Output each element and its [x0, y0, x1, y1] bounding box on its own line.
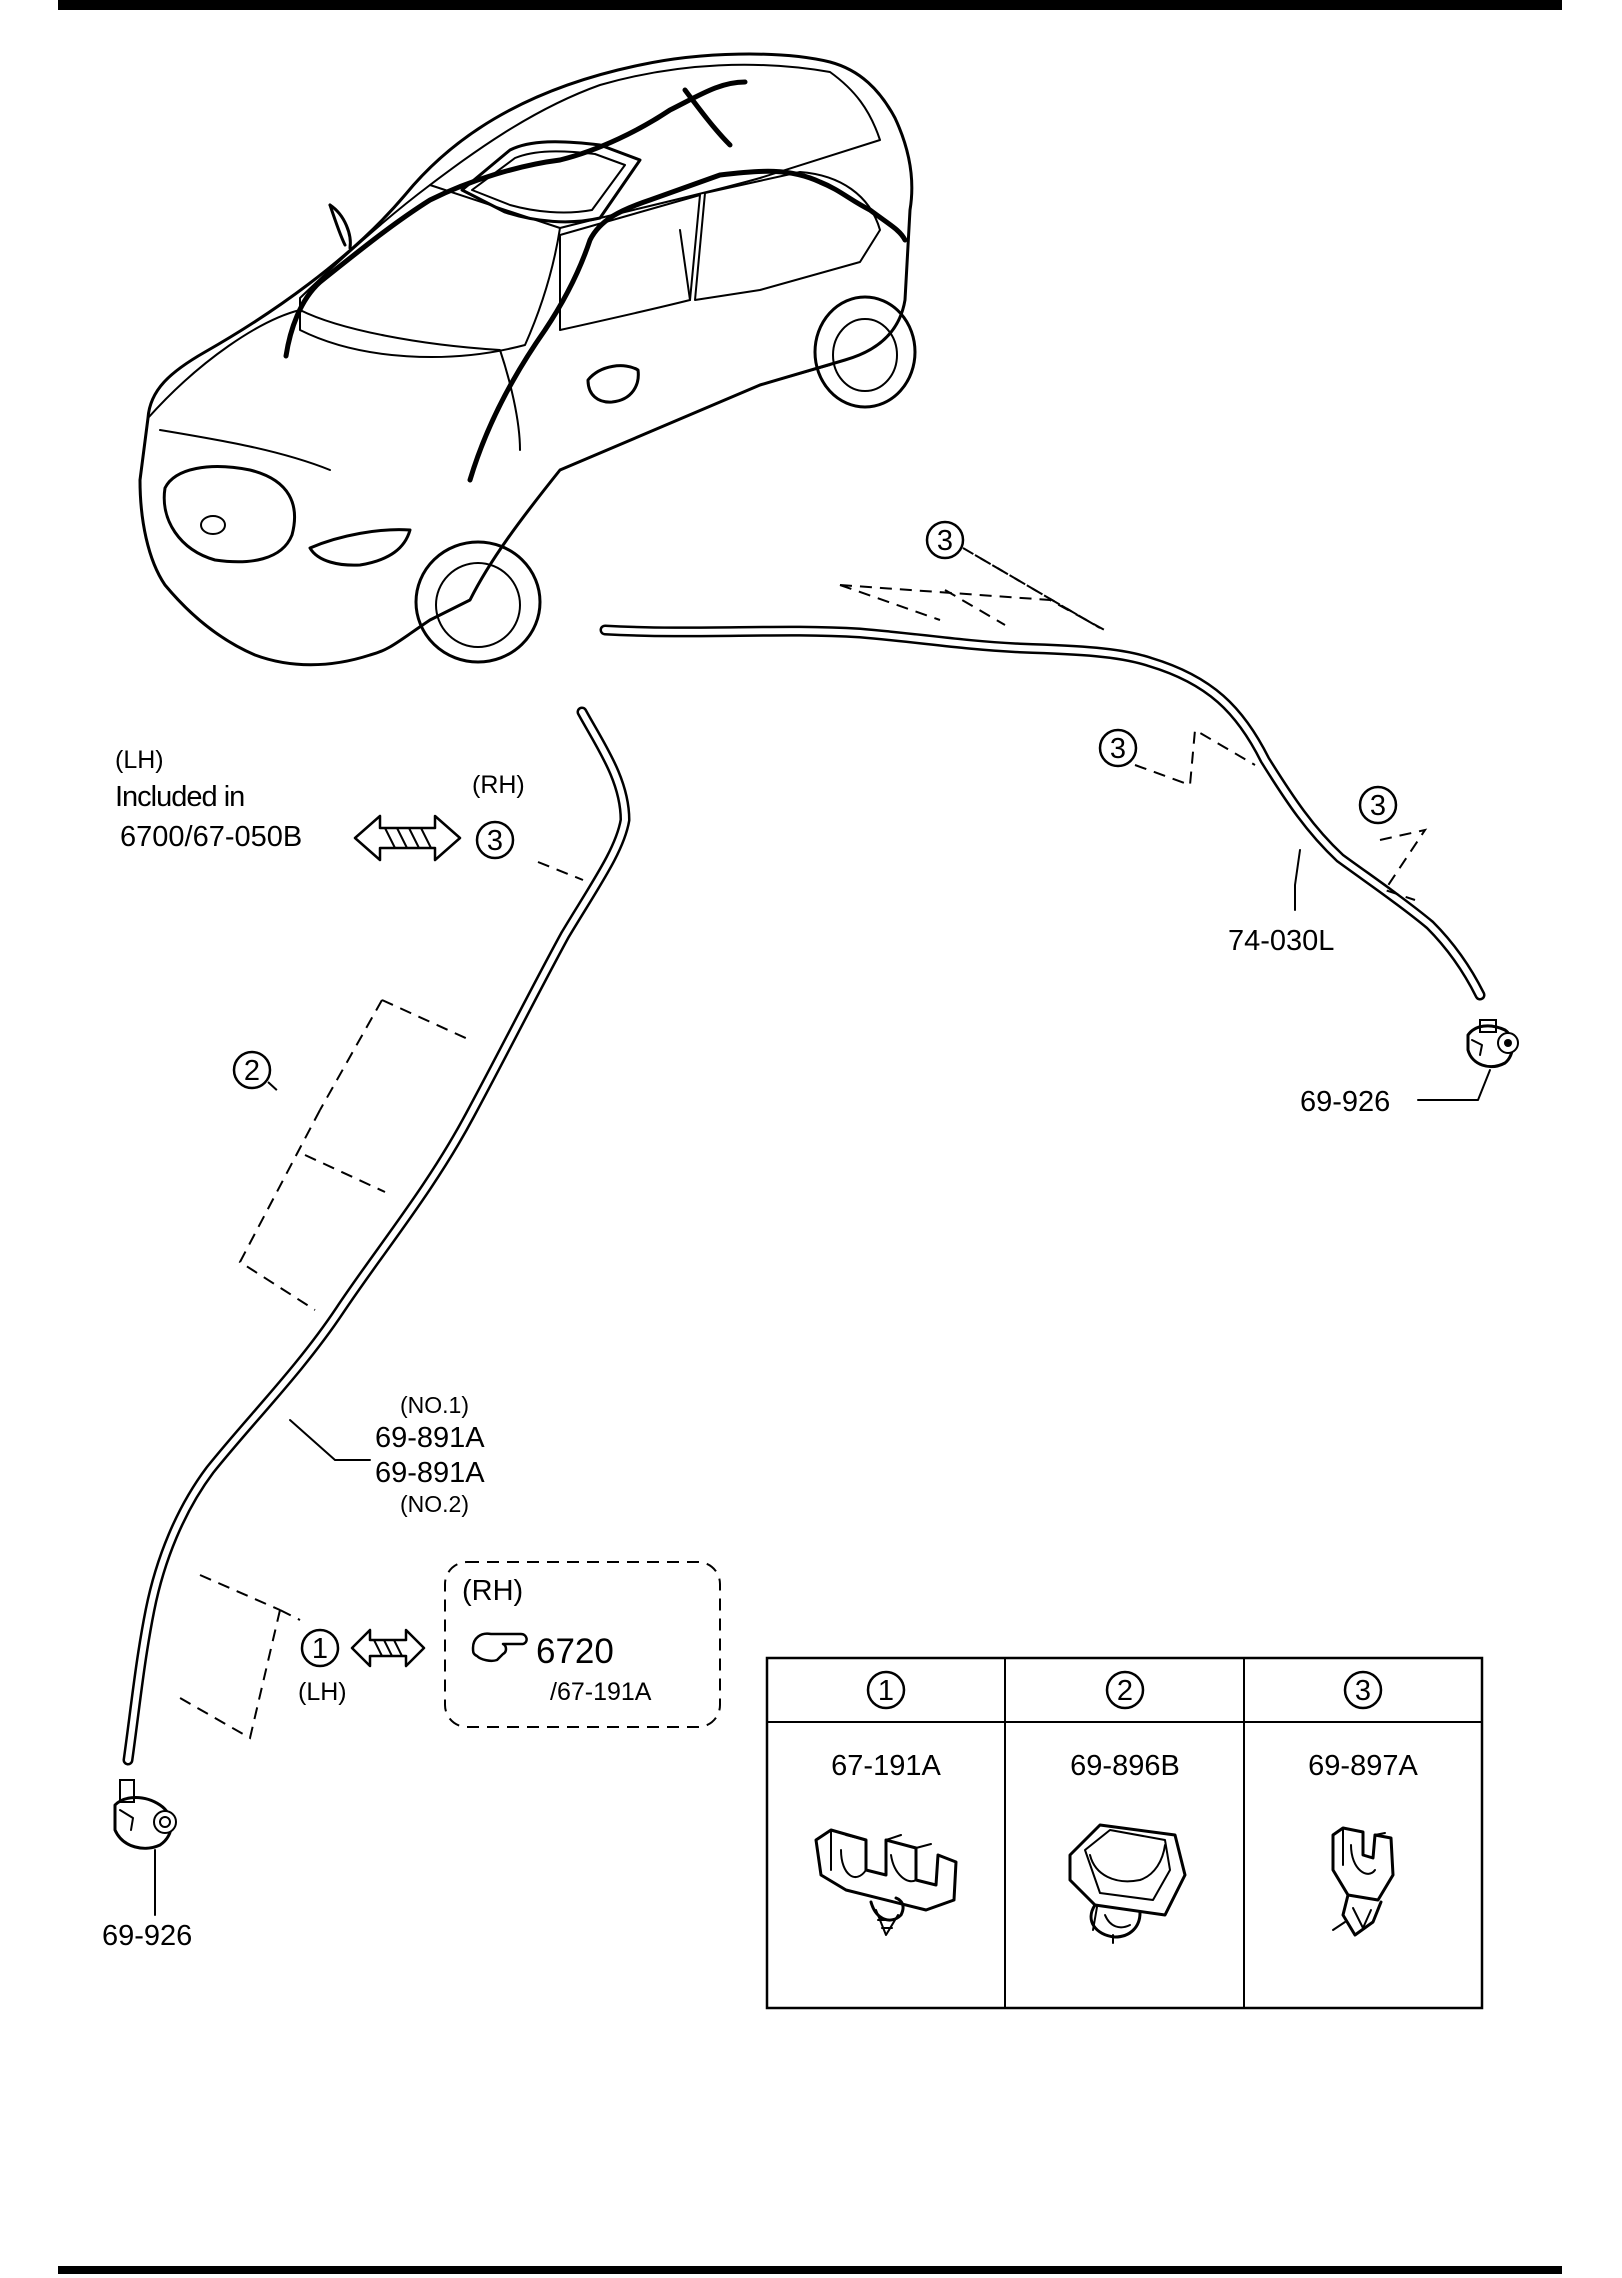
right-hose-part: 74-030L: [1228, 925, 1334, 957]
clip-note: 1 (LH) (RH) 6720 /67-191A: [298, 1561, 721, 1728]
clip-rh-label: (RH): [462, 1575, 523, 1607]
hose-part-b: 69-891A: [375, 1457, 485, 1489]
right-hose: [599, 554, 1486, 1001]
right-nozzle-part: 69-926: [1300, 1086, 1390, 1118]
rh-label: (RH): [472, 771, 525, 799]
table-part-1: 67-191A: [831, 1750, 941, 1782]
right-nozzle-icon: [1466, 1019, 1519, 1068]
car-illustration: [138, 52, 917, 667]
clip-67-191a-icon: [814, 1828, 958, 1936]
table-header-2: 2: [1117, 1675, 1133, 1707]
clip-69-897a-icon: [1331, 1826, 1395, 1937]
table-part-3: 69-897A: [1308, 1750, 1418, 1782]
left-note: (LH) Included in 6700/67-050B (RH) 3: [115, 746, 525, 862]
callout-3-right: 3: [1370, 790, 1386, 822]
bottom-border: [58, 2266, 1562, 2274]
left-nozzle-part: 69-926: [102, 1920, 192, 1952]
lh-label: (LH): [115, 746, 164, 774]
clip-ref-main: 6720: [536, 1632, 614, 1671]
hose-no2-label: (NO.2): [400, 1491, 469, 1517]
left-nozzle-icon: [113, 1779, 177, 1850]
table-part-2: 69-896B: [1070, 1750, 1180, 1782]
pointing-hand-icon: [471, 1632, 528, 1663]
double-arrow-icon: [350, 1628, 426, 1668]
table-header-1: 1: [878, 1675, 894, 1707]
double-arrow-icon: [353, 814, 462, 862]
clip-69-896b-icon: [1068, 1823, 1187, 1944]
table-header-3: 3: [1355, 1675, 1371, 1707]
right-nozzle-leader: [1417, 1069, 1491, 1101]
left-hose: [122, 706, 631, 1766]
included-in-ref: 6700/67-050B: [120, 821, 302, 853]
callout-1-clip: 1: [312, 1633, 328, 1665]
callout-3-top: 3: [937, 525, 953, 557]
left-hose-labels: (NO.1) 69-891A 69-891A (NO.2): [375, 1392, 485, 1517]
callout-3-mid: 3: [1110, 733, 1126, 765]
hose-no1-label: (NO.1): [400, 1392, 469, 1418]
callout-3-left: 3: [487, 825, 503, 857]
clip-table: 1 2 3 67-191A 69-896B 69-897A: [765, 1656, 1484, 2010]
callout-2: 2: [244, 1055, 260, 1087]
included-in-label: Included in: [115, 781, 244, 813]
hose-part-a: 69-891A: [375, 1422, 485, 1454]
clip-lh-label: (LH): [298, 1678, 347, 1706]
callout-3-top-leader: [962, 547, 1101, 629]
clip-ref-sub: /67-191A: [550, 1678, 652, 1706]
top-border: [58, 0, 1562, 10]
